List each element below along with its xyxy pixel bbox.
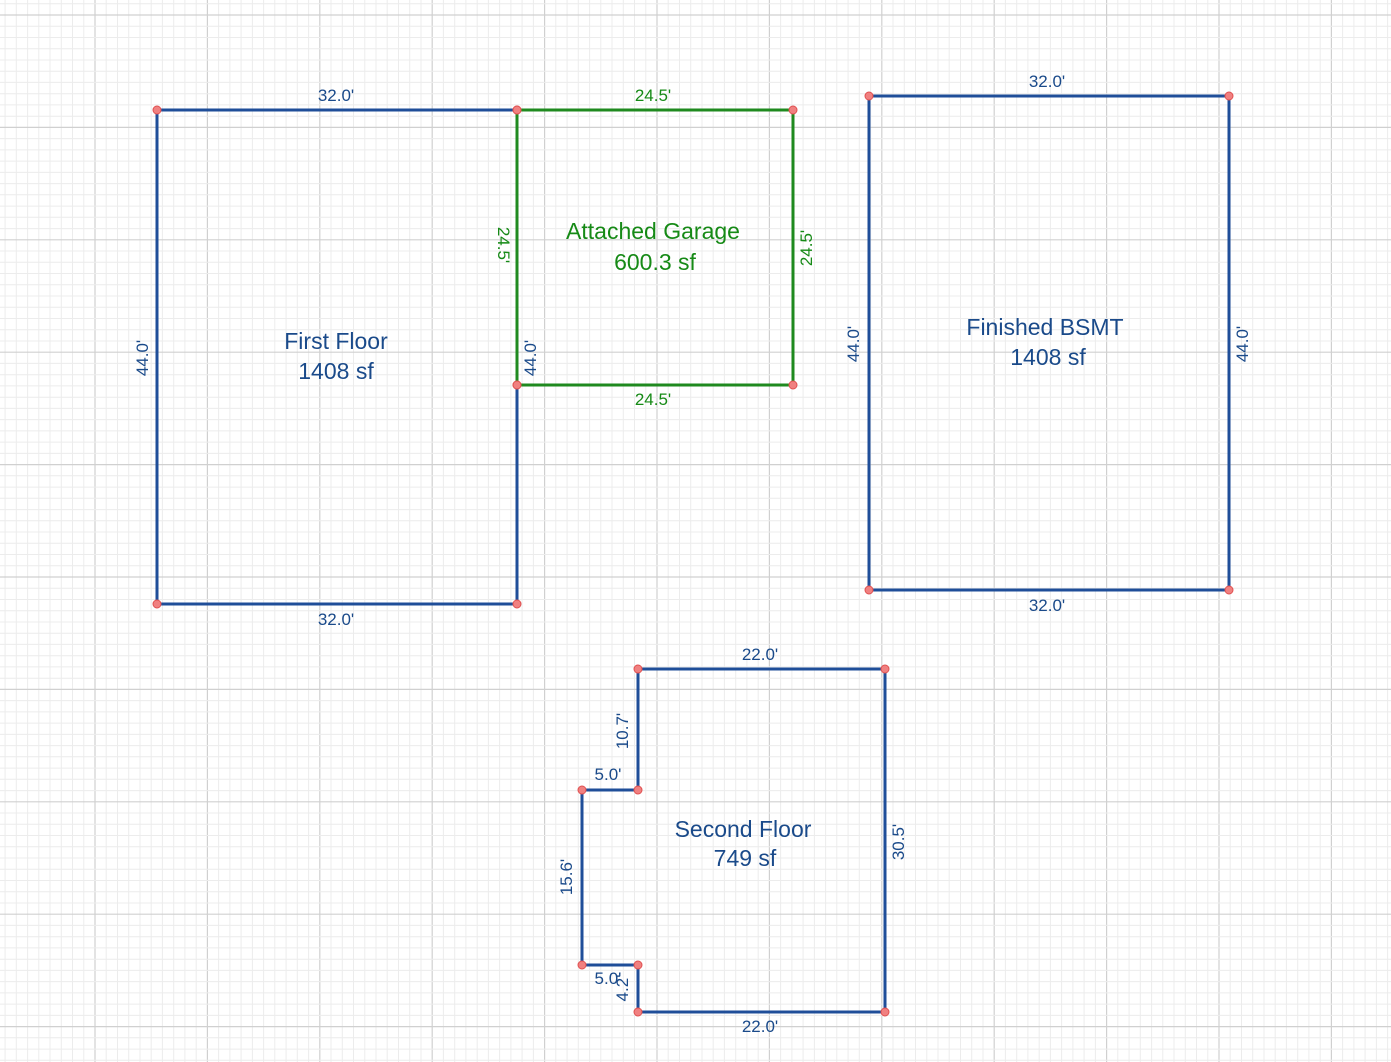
first-floor-dim-bottom: 32.0' <box>318 610 354 629</box>
second-floor-dim-top: 22.0' <box>742 645 778 664</box>
vertex-handle[interactable] <box>880 664 890 674</box>
room-second-floor[interactable]: 22.0' 22.0' 30.5' 10.7' 5.0' 15.6' 5.0' … <box>557 645 908 1036</box>
first-floor-area: 1408 sf <box>298 358 374 384</box>
vertex-handle[interactable] <box>633 960 643 970</box>
basement-dim-top: 32.0' <box>1029 72 1065 91</box>
second-floor-dim-lower-left: 4.2' <box>613 975 632 1002</box>
vertex-handle[interactable] <box>1224 585 1234 595</box>
first-floor-name: First Floor <box>284 328 388 354</box>
vertex-handle[interactable] <box>512 380 522 390</box>
basement-name: Finished BSMT <box>966 314 1123 340</box>
garage-dim-top: 24.5' <box>635 86 671 105</box>
room-first-floor[interactable]: 32.0' 32.0' 44.0' 44.0' First Floor 1408… <box>133 86 540 629</box>
basement-outline[interactable] <box>867 94 1231 592</box>
vertex-handle[interactable] <box>864 585 874 595</box>
second-floor-dim-right: 30.5' <box>889 824 908 860</box>
vertex-handle[interactable] <box>152 105 162 115</box>
vertex-handle[interactable] <box>633 664 643 674</box>
basement-area: 1408 sf <box>1010 344 1086 370</box>
vertex-handle[interactable] <box>880 1007 890 1017</box>
garage-area: 600.3 sf <box>614 249 696 275</box>
vertex-handle[interactable] <box>577 785 587 795</box>
second-floor-dim-lower-step: 5.0' <box>595 969 622 988</box>
second-floor-dim-upper-step: 5.0' <box>595 765 622 784</box>
garage-outline[interactable] <box>515 108 795 387</box>
vertex-handles[interactable] <box>152 91 1234 1017</box>
second-floor-area: 749 sf <box>714 845 777 871</box>
garage-dim-bottom: 24.5' <box>635 390 671 409</box>
vertex-handle[interactable] <box>788 380 798 390</box>
room-finished-bsmt[interactable]: 32.0' 32.0' 44.0' 44.0' Finished BSMT 14… <box>844 72 1252 615</box>
first-floor-dim-left: 44.0' <box>133 340 152 376</box>
basement-dim-bottom: 32.0' <box>1029 596 1065 615</box>
second-floor-name: Second Floor <box>675 816 812 842</box>
room-attached-garage[interactable]: 24.5' 24.5' 24.5' 24.5' Attached Garage … <box>494 86 816 409</box>
garage-dim-left: 24.5' <box>494 227 513 263</box>
vertex-handle[interactable] <box>633 1007 643 1017</box>
vertex-handle[interactable] <box>1224 91 1234 101</box>
vertex-handle[interactable] <box>633 785 643 795</box>
second-floor-dim-notch-left: 15.6' <box>557 859 576 895</box>
garage-dim-right: 24.5' <box>797 230 816 266</box>
basement-dim-left: 44.0' <box>844 326 863 362</box>
vertex-handle[interactable] <box>512 105 522 115</box>
vertex-handle[interactable] <box>152 599 162 609</box>
garage-name: Attached Garage <box>566 218 740 244</box>
vertex-handle[interactable] <box>864 91 874 101</box>
second-floor-dim-upper-left: 10.7' <box>613 713 632 749</box>
first-floor-dim-top: 32.0' <box>318 86 354 105</box>
vertex-handle[interactable] <box>577 960 587 970</box>
vertex-handle[interactable] <box>512 599 522 609</box>
first-floor-dim-right: 44.0' <box>521 340 540 376</box>
basement-dim-right: 44.0' <box>1233 326 1252 362</box>
vertex-handle[interactable] <box>788 105 798 115</box>
second-floor-dim-bottom: 22.0' <box>742 1017 778 1036</box>
